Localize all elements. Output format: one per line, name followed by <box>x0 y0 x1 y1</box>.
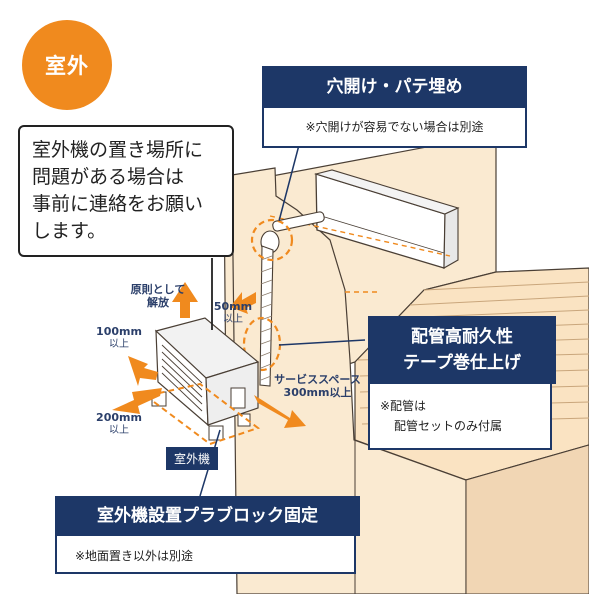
block-title: 室外機設置プラブロック固定 <box>97 506 318 526</box>
tape-focus-circle <box>242 316 282 372</box>
outdoor-unit <box>154 317 260 427</box>
clearance-arrows <box>112 282 306 428</box>
area-badge: 室外 <box>22 20 112 110</box>
block-focus-outline <box>143 382 261 446</box>
tape-note-2: 配管セットのみ付属 <box>394 419 503 433</box>
hole-focus-circle <box>250 218 294 262</box>
hole-note: ※穴開けが容易でない場合は別途 <box>305 120 484 134</box>
indoor-unit <box>313 169 460 269</box>
clearance-top-line1: 原則として <box>130 283 186 296</box>
clearance-top-label: 原則として 解放 <box>118 283 198 309</box>
hole-callout-title: 穴開け・パテ埋め <box>262 66 527 108</box>
clearance-top-line2: 解放 <box>147 296 169 309</box>
badge-label: 室外 <box>45 54 89 78</box>
notice-line-4: します。 <box>32 220 107 242</box>
clearance-front-value: 200mm <box>96 411 142 424</box>
clearance-right-value: 50mm <box>213 300 253 313</box>
service-line1: サービススペース <box>274 373 361 386</box>
clearance-left-label: 100mm 以上 <box>94 325 144 351</box>
outdoor-unit-label: 室外機 <box>166 447 219 470</box>
clearance-right-label: 50mm 以上 <box>208 300 258 326</box>
tape-callout-note: ※配管は 配管セットのみ付属 <box>368 382 552 450</box>
plastic-blocks <box>151 391 251 441</box>
block-note: ※地面置き以外は別途 <box>75 549 194 563</box>
clearance-left-suffix: 以上 <box>109 339 129 350</box>
clearance-front-suffix: 以上 <box>109 425 129 436</box>
notice-line-3: 事前に連絡をお願い <box>32 193 204 215</box>
tape-callout-title: 配管高耐久性 テープ巻仕上げ <box>368 316 556 384</box>
hole-title: 穴開け・パテ埋め <box>326 77 463 97</box>
hole-callout-note: ※穴開けが容易でない場合は別途 <box>262 106 527 148</box>
clearance-left-value: 100mm <box>96 325 142 338</box>
service-line2: 300mm以上 <box>283 386 352 399</box>
notice-line-1: 室外機の置き場所に <box>32 139 204 161</box>
exterior-wall <box>231 167 467 594</box>
clearance-right-suffix: 以上 <box>223 314 243 325</box>
notice-line-2: 問題がある場合は <box>32 166 185 188</box>
outdoor-unit-text: 室外機 <box>174 452 211 466</box>
notice-bubble: 室外機の置き場所に 問題がある場合は 事前に連絡をお願い します。 <box>18 125 234 257</box>
service-space-label: サービススペース 300mm以上 <box>270 373 365 399</box>
block-callout-title: 室外機設置プラブロック固定 <box>55 496 360 536</box>
clearance-front-label: 200mm 以上 <box>94 411 144 437</box>
tape-title-2: テープ巻仕上げ <box>403 353 521 373</box>
tape-title-1: 配管高耐久性 <box>411 327 513 347</box>
tape-note-1: ※配管は <box>380 399 427 413</box>
block-callout-note: ※地面置き以外は別途 <box>55 534 356 574</box>
